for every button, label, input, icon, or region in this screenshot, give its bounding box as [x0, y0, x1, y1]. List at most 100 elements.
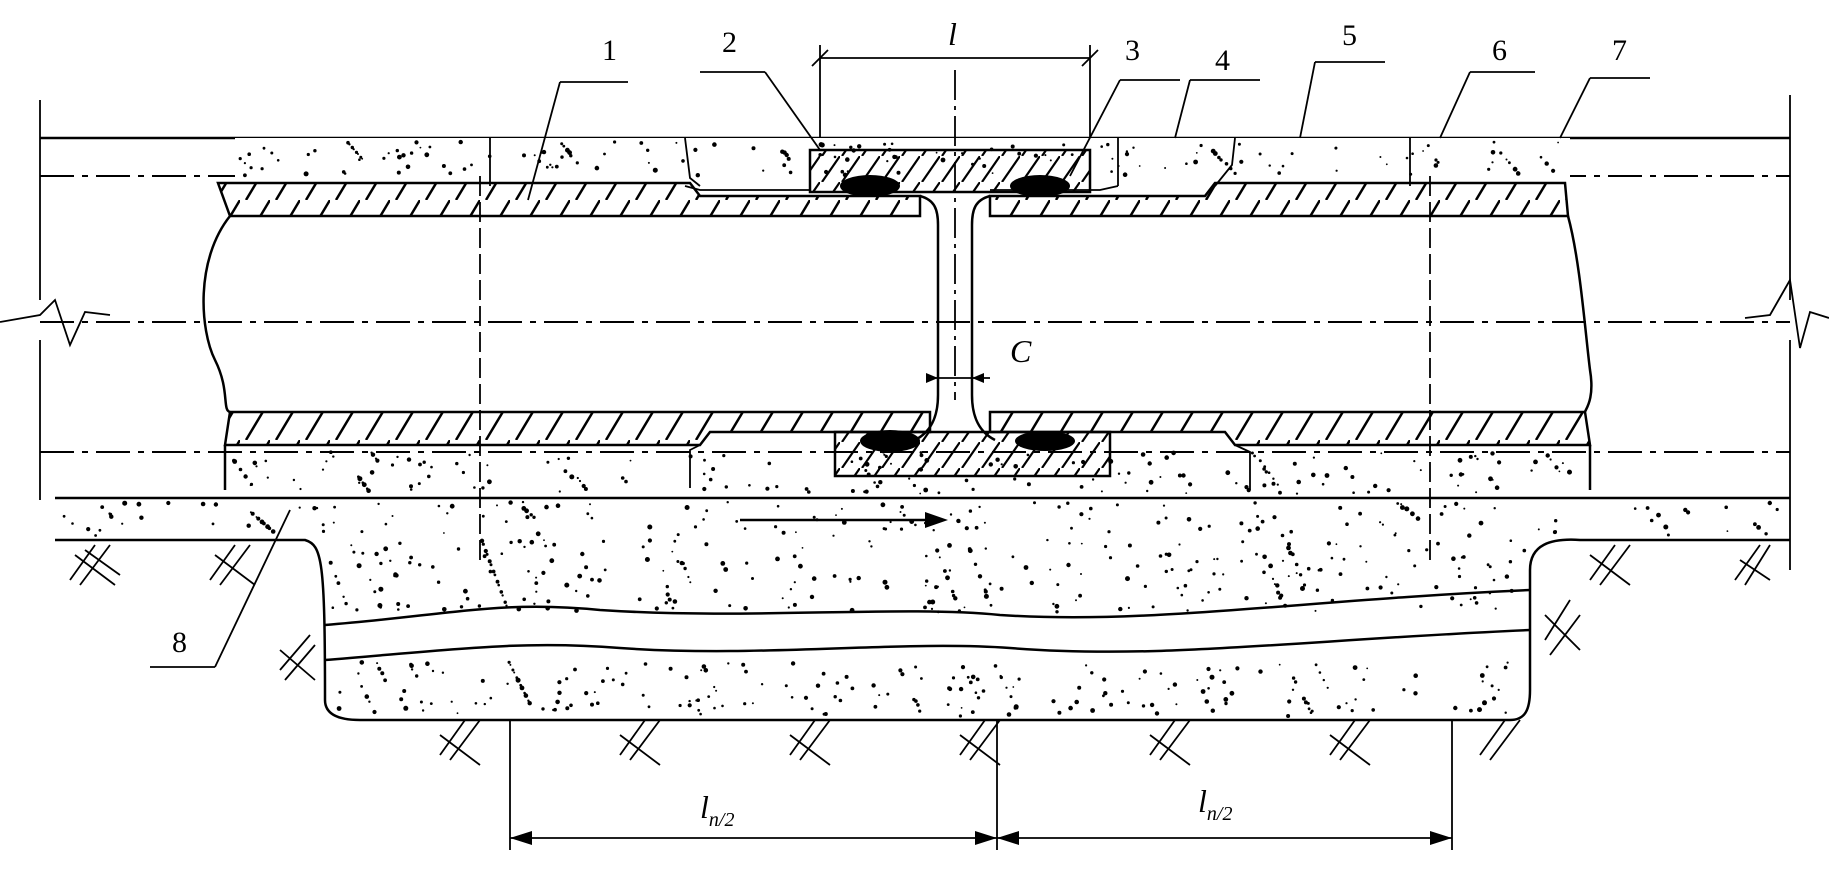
sand-grain [878, 465, 882, 470]
sand-grain [1118, 606, 1123, 612]
sand-grain [946, 703, 950, 706]
sand-grain [705, 509, 709, 513]
sand-grain [1233, 171, 1237, 175]
sand-grain [809, 594, 815, 600]
sand-grain [360, 530, 364, 534]
sand-grain [1494, 485, 1500, 491]
sand-grain [1291, 676, 1296, 680]
sand-grain [1402, 688, 1406, 692]
sand-grain [991, 172, 994, 175]
sand-grain [1315, 588, 1320, 592]
sand-grain [121, 522, 124, 525]
sand-grain [495, 579, 500, 584]
sand-grain [1554, 465, 1559, 470]
sand-grain [1057, 710, 1062, 715]
sand-grain [1414, 692, 1417, 695]
sand-grain [361, 157, 364, 160]
sand-grain [1409, 172, 1413, 176]
sand-grain [352, 550, 356, 554]
sand-grain [421, 709, 425, 712]
sand-grain [807, 490, 811, 494]
sand-grain [535, 590, 538, 593]
sand-grain [1229, 166, 1233, 171]
sand-grain [264, 459, 268, 463]
sand-grain [1365, 560, 1368, 563]
sand-grain [1336, 705, 1341, 710]
sand-grain [966, 675, 970, 679]
sand-grain [306, 152, 310, 157]
sand-grain [247, 152, 251, 156]
sand-grain [408, 561, 412, 565]
sand-grain [1044, 154, 1047, 157]
sand-grain [1295, 492, 1299, 495]
sand-grain [902, 513, 906, 517]
sand-grain [270, 151, 274, 155]
sand-grain [1080, 573, 1082, 575]
sand-grain [429, 702, 433, 705]
sand-grain [1439, 512, 1444, 516]
sand-grain [1321, 482, 1325, 486]
sand-grain [1504, 711, 1507, 714]
sand-grain [1457, 484, 1460, 487]
sand-grain [968, 680, 973, 685]
sand-grain [1167, 687, 1170, 691]
sand-grain [1551, 168, 1556, 173]
sand-grain [450, 700, 453, 703]
sand-grain [912, 483, 917, 488]
sand-grain [838, 698, 843, 703]
sand-grain [976, 696, 981, 700]
sand-grain [1081, 459, 1086, 465]
sand-grain [1015, 706, 1019, 710]
sand-grain [1091, 478, 1095, 481]
sand-grain [1241, 540, 1245, 544]
sand-grain [1158, 554, 1163, 558]
sand-grain [424, 152, 430, 158]
sand-grain [950, 589, 955, 594]
sand-grain [488, 569, 493, 574]
sand-grain [722, 454, 726, 458]
sand-grain [916, 703, 920, 707]
sand-grain [379, 605, 382, 609]
pipe-wall-top [216, 181, 1570, 218]
sand-grain [762, 169, 765, 172]
sand-grain [1273, 583, 1276, 586]
sand-grain [487, 154, 492, 159]
sand-grain [1379, 521, 1382, 524]
sand-grain [1151, 605, 1155, 609]
sand-grain [1287, 575, 1290, 578]
sand-grain [1162, 504, 1166, 507]
sand-grain [613, 140, 617, 144]
sand-grain [1244, 596, 1249, 601]
sand-grain [508, 500, 513, 505]
half-span-dimension-left: ln/2 [510, 789, 997, 845]
sand-grain [545, 165, 549, 169]
sand-grain [964, 526, 969, 531]
sand-grain [1272, 477, 1275, 480]
sand-grain [629, 459, 632, 462]
sand-grain [1143, 584, 1147, 589]
sand-grain [1283, 603, 1288, 608]
sand-grain [1436, 541, 1440, 546]
sand-grain [1490, 451, 1495, 456]
sand-grain [611, 678, 615, 682]
sand-grain [401, 153, 406, 158]
sand-grain [936, 610, 940, 614]
sand-grain [1178, 543, 1181, 546]
sand-grain [1503, 665, 1508, 670]
sand-grain [958, 520, 961, 523]
sand-grain [924, 458, 930, 463]
sand-grain [983, 593, 989, 599]
sand-grain [1239, 159, 1244, 164]
sand-grain [1567, 469, 1572, 475]
sand-grain [321, 529, 326, 534]
sand-grain [700, 669, 703, 672]
sand-grain [1204, 699, 1210, 704]
sand-grain [803, 695, 809, 700]
sand-grain [958, 714, 963, 718]
sand-grain [782, 163, 787, 168]
sand-grain [480, 678, 485, 683]
sand-grain [1666, 533, 1670, 537]
sand-grain [1512, 166, 1518, 172]
sand-grain [409, 555, 413, 560]
sand-grain [918, 709, 922, 713]
